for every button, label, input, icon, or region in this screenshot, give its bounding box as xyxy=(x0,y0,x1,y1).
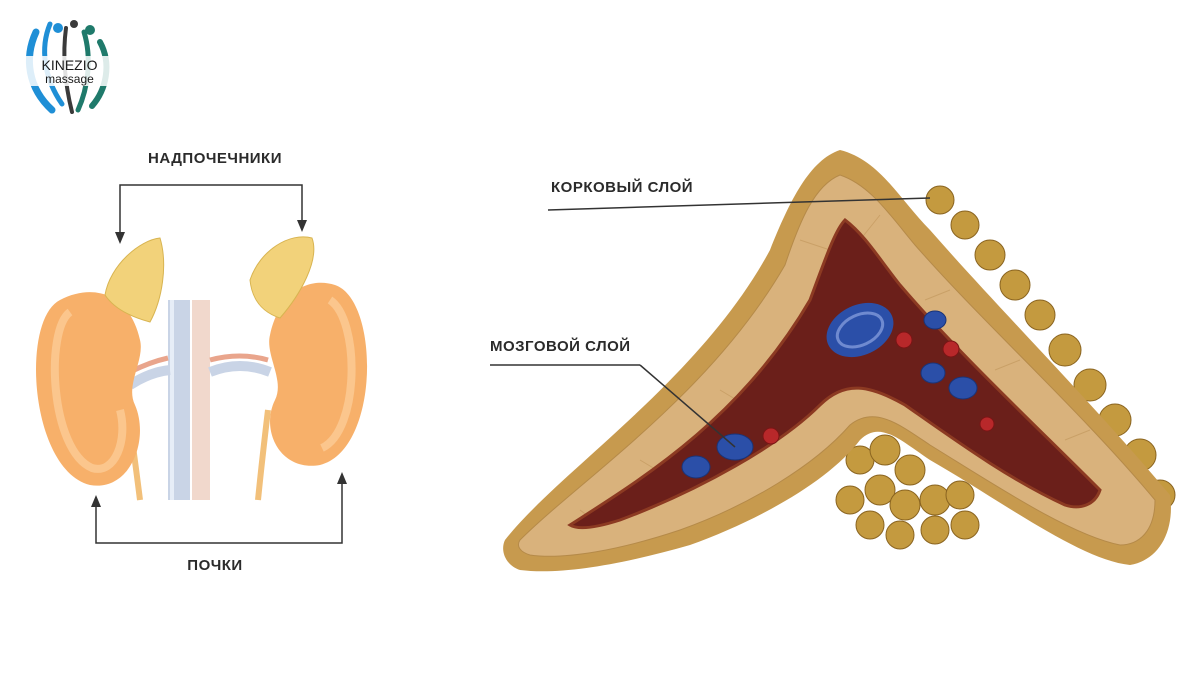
medulla-leader-line-d xyxy=(639,364,736,448)
adrenal-left-arrow xyxy=(115,232,125,244)
logo-emblem-icon xyxy=(24,20,115,114)
aorta-vena-cava xyxy=(168,300,210,500)
vein-large xyxy=(826,302,894,358)
right-kidney xyxy=(269,282,368,466)
adrenal-right-arrow xyxy=(297,220,307,232)
medulla-label: МОЗГОВОЙ СЛОЙ xyxy=(490,337,631,355)
cortex-label: КОРКОВЫЙ СЛОЙ xyxy=(551,178,693,196)
logo-sub-text: massage xyxy=(45,72,94,86)
kidney-diagram: НАДПОЧЕЧНИКИ ПОЧКИ xyxy=(36,150,368,574)
logo-brand-text: KINEZIO xyxy=(41,57,98,73)
kidney-left-arrow xyxy=(91,495,101,507)
medulla xyxy=(567,218,1102,530)
kinezio-logo: KINEZIO massage xyxy=(22,18,117,118)
adrenal-bracket xyxy=(119,184,303,240)
arteries-small xyxy=(762,331,995,445)
right-adrenal xyxy=(249,236,315,319)
kidney-right-arrow xyxy=(337,472,347,484)
cortex-leader-line xyxy=(547,197,931,211)
left-adrenal xyxy=(104,237,165,323)
left-kidney xyxy=(36,292,141,486)
adrenals-label: НАДПОЧЕЧНИКИ xyxy=(148,150,282,167)
kidneys-label: ПОЧКИ xyxy=(187,557,242,574)
kidney-bracket xyxy=(95,482,343,544)
veins-small xyxy=(681,310,978,479)
